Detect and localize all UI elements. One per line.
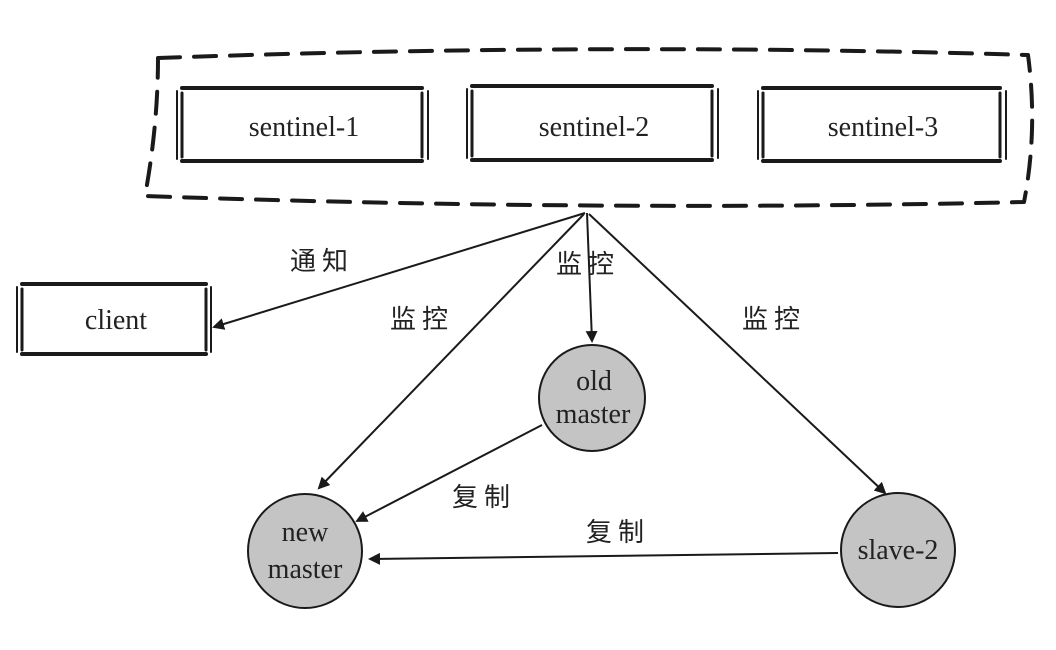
replicate-old-to-new-arrow <box>355 424 543 522</box>
sentinel-group <box>143 47 1035 208</box>
slave-2-node[interactable]: slave-2 <box>840 492 956 608</box>
monitor-old-master-arrow <box>585 212 598 343</box>
sentinel-3-label: sentinel-3 <box>828 112 938 143</box>
sentinel-group-border <box>143 47 1035 208</box>
new-master-label-line2: master <box>268 554 343 585</box>
monitor-center-label: 监控 <box>556 250 620 280</box>
slave-2-circle <box>840 492 956 608</box>
notify-label: 通知 <box>290 247 354 277</box>
new-master-label-line1: new <box>282 517 329 548</box>
new-master-node[interactable]: new master <box>247 493 363 609</box>
sentinel-1-box[interactable]: sentinel-1 <box>176 86 429 163</box>
monitor-new-master-arrow <box>317 213 585 490</box>
sentinel-2-label: sentinel-2 <box>539 112 649 143</box>
old-master-label-line1: old <box>576 366 612 397</box>
replicate-old-label: 复制 <box>452 483 516 513</box>
sentinel-3-box[interactable]: sentinel-3 <box>757 86 1007 163</box>
slave-2-label: slave-2 <box>858 535 939 566</box>
sentinel-1-label: sentinel-1 <box>249 112 359 143</box>
replicate-slave-to-new-arrow <box>368 552 839 565</box>
sentinel-2-box[interactable]: sentinel-2 <box>466 84 719 162</box>
old-master-node[interactable]: old master <box>538 344 646 452</box>
old-master-circle <box>538 344 646 452</box>
monitor-slave-arrow <box>588 213 887 495</box>
new-master-circle <box>247 493 363 609</box>
old-master-label-line2: master <box>556 399 631 430</box>
monitor-right-label: 监控 <box>742 305 806 335</box>
monitor-left-label: 监控 <box>390 305 454 335</box>
replicate-slave-label: 复制 <box>586 518 650 548</box>
client-label: client <box>85 305 147 336</box>
notify-arrow <box>212 212 586 330</box>
client-box[interactable]: client <box>16 282 212 356</box>
